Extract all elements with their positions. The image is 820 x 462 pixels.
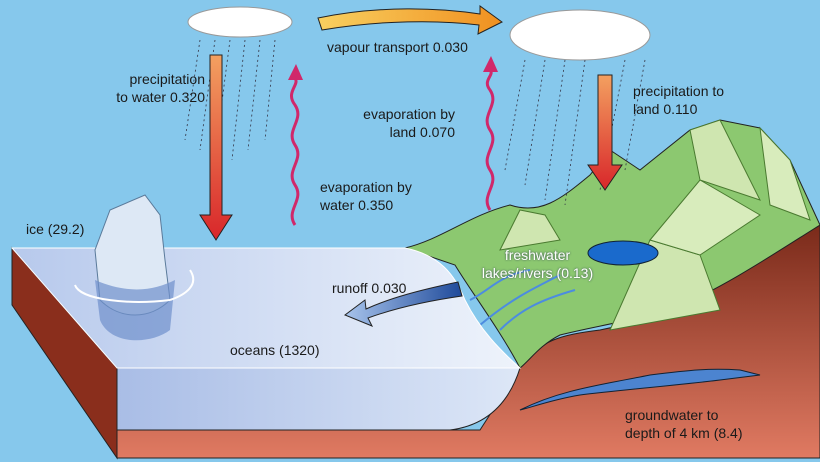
- label-evaporation-by-land: evaporation by land 0.070: [345, 105, 455, 141]
- precipitation-to-land-arrow: [587, 74, 623, 191]
- label-line: evaporation by: [363, 106, 455, 122]
- vapour-transport-arrow: [317, 5, 503, 35]
- label-line: evaporation by: [320, 179, 412, 195]
- label-line: lakes/rivers (0.13): [481, 265, 594, 281]
- label-evaporation-by-water: evaporation by water 0.350: [320, 178, 412, 214]
- cloud-left: [187, 6, 293, 38]
- label-line: to water 0.320: [116, 89, 205, 105]
- label-line: land 0.070: [389, 124, 455, 140]
- precipitation-to-water-arrow: [199, 54, 233, 241]
- label-line: precipitation: [129, 71, 206, 87]
- evaporation-by-land-wave: [485, 68, 495, 211]
- ocean-front: [116, 367, 521, 431]
- label-freshwater: freshwater lakes/rivers (0.13): [470, 246, 605, 282]
- runoff-arrow: [343, 281, 463, 327]
- lake: [587, 240, 659, 266]
- label-ice: ice (29.2): [26, 221, 85, 237]
- evaporation-by-water-wave: [289, 77, 300, 226]
- mountain: [759, 126, 811, 221]
- label-line: freshwater: [504, 247, 571, 263]
- label-precipitation-to-land: precipitation to land 0.110: [633, 82, 724, 118]
- label-oceans: oceans (1320): [230, 342, 320, 358]
- mountain: [499, 209, 561, 251]
- river: [469, 269, 576, 331]
- groundwater-aquifer: [519, 368, 761, 411]
- cloud-right: [509, 9, 651, 61]
- label-line: land 0.110: [633, 101, 698, 117]
- label-groundwater: groundwater to depth of 4 km (8.4): [625, 406, 743, 442]
- mountain: [649, 179, 761, 256]
- label-line: groundwater to: [625, 407, 719, 423]
- label-vapour-transport: vapour transport 0.030: [327, 39, 468, 55]
- label-runoff: runoff 0.030: [332, 280, 407, 296]
- label-line: precipitation to: [633, 83, 725, 99]
- label-precipitation-to-water: precipitation to water 0.320: [95, 70, 205, 106]
- label-line: depth of 4 km (8.4): [625, 425, 743, 441]
- mountain: [689, 119, 761, 201]
- label-line: water 0.350: [320, 197, 394, 213]
